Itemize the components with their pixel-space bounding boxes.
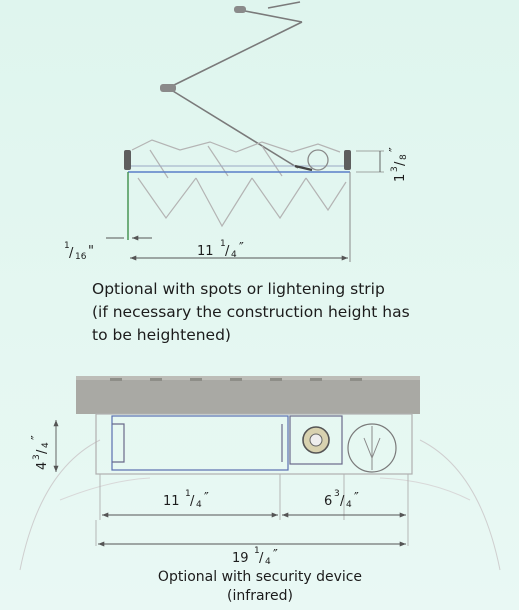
width-dim-num: 1	[220, 239, 226, 249]
lamp-arm	[160, 1, 303, 169]
housing-dim-a-whole: 11	[163, 494, 180, 509]
profile-hatching	[131, 139, 347, 228]
left-dim-unit: "	[88, 244, 94, 259]
height-dim-num: 3	[390, 166, 400, 172]
left-dim-num: 1	[64, 241, 70, 251]
caption-bottom-line-1: Optional with security device	[157, 569, 363, 585]
housing-dim-b-slash: /	[340, 494, 345, 509]
height-dim-whole: 1	[393, 174, 408, 182]
caption-top-line-3: to be heightened)	[92, 326, 231, 344]
bottom-view-drawing: 4 3 / 4 ″ 11 1 / 4 ″ 6 3 / 4 ″ 19 1 /	[19, 376, 501, 571]
caption-top-line-1: Optional with spots or lightening strip	[92, 280, 385, 298]
housing-height-den: 4	[41, 442, 51, 448]
housing-height-slash: /	[35, 449, 50, 454]
height-dim-slash: /	[393, 161, 408, 166]
housing-total-num: 1	[254, 546, 260, 556]
housing-height-unit: ″	[30, 435, 45, 440]
caption-bottom-line-2: (infrared)	[227, 588, 293, 604]
caption-security-device: Optional with security device (infrared)	[130, 568, 390, 606]
housing-height-num: 3	[32, 454, 42, 460]
housing-dim-b-unit: ″	[354, 491, 359, 506]
profile-rails	[124, 149, 351, 173]
housing-total-den: 4	[265, 557, 271, 567]
housing-dim-a-den: 4	[196, 500, 202, 510]
housing-dim-a-unit: ″	[204, 491, 209, 506]
housing-dim-b-num: 3	[334, 489, 340, 499]
top-view-drawing: 1 3 / 8 ″ 1 / 16 " 11 1 / 4 ″	[64, 1, 409, 262]
outline-ellipse	[19, 439, 501, 571]
width-dim-slash: /	[225, 244, 230, 259]
caption-top-line-2: (if necessary the construction height ha…	[92, 303, 410, 321]
left-dim-den: 16	[75, 252, 87, 262]
housing-total-slash: /	[259, 551, 264, 566]
housing-height-whole: 4	[35, 462, 50, 470]
housing-dim-a-num: 1	[185, 489, 191, 499]
housing-dim-b-whole: 6	[324, 494, 332, 509]
left-dim-slash: /	[69, 246, 74, 261]
housing-top	[76, 378, 420, 414]
housing-total-whole: 19	[232, 551, 249, 566]
height-dim-den: 8	[399, 154, 409, 160]
height-dim-unit: ″	[388, 147, 403, 152]
caption-spots-lightening: Optional with spots or lightening strip …	[92, 278, 410, 347]
housing-body	[95, 413, 413, 475]
height-dimension	[356, 150, 384, 173]
housing-total-unit: ″	[273, 548, 278, 563]
width-dim-whole: 11	[197, 244, 214, 259]
width-dim-den: 4	[231, 250, 237, 260]
housing-dim-b-den: 4	[346, 500, 352, 510]
housing-dim-a-slash: /	[190, 494, 195, 509]
width-dim-unit: ″	[239, 241, 244, 256]
